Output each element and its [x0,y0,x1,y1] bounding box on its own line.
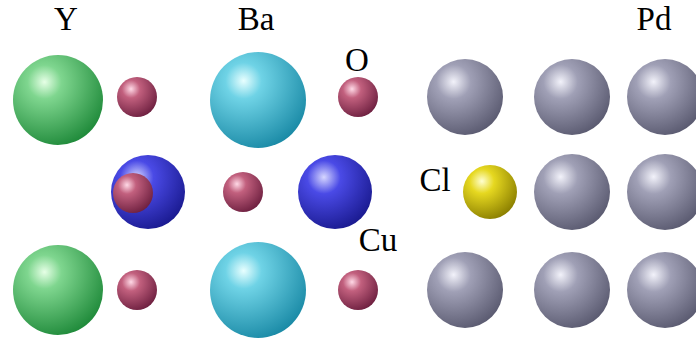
element-label: Ba [238,3,275,36]
element-label: O [345,44,369,77]
element-label: Y [54,3,78,36]
element-label: Pd [637,3,672,36]
element-label: Cu [359,224,398,257]
element-label: Cl [419,164,450,197]
